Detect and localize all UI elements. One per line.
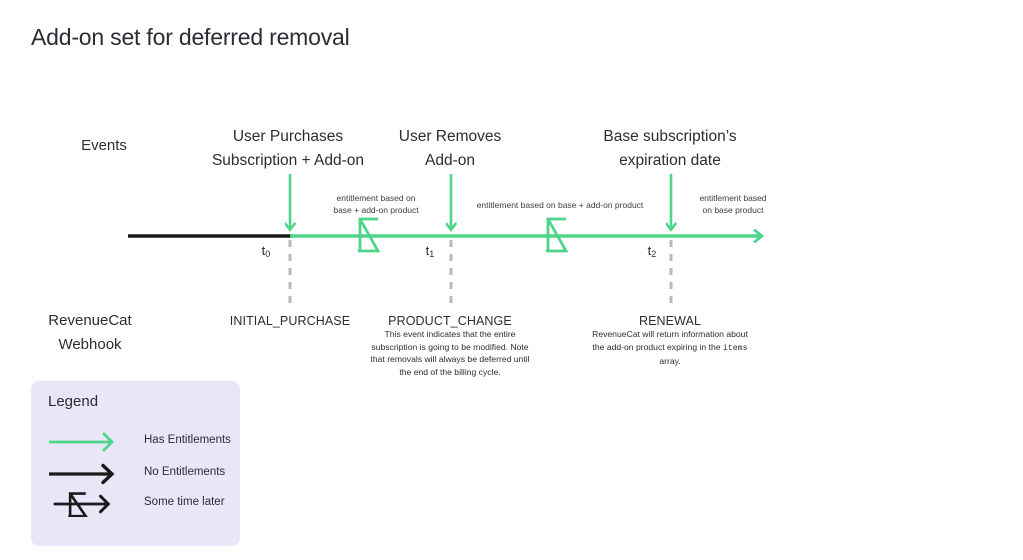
event-title-line1: User Purchases [232, 128, 344, 145]
legend-item-label: No Entitlements [144, 466, 226, 478]
event-title-user-purchases: User Purchases Subscription + Add-on [188, 125, 388, 173]
time-marker-base: t [425, 243, 430, 258]
time-break-symbol-1 [546, 217, 569, 253]
webhook-description-renewal: RevenueCat will return information about… [592, 328, 748, 368]
time-marker-t1: t1 [415, 243, 445, 259]
event-title-line2: expiration date [619, 152, 721, 169]
time-marker-sub: 2 [651, 249, 657, 259]
entitlement-note-base-plus-addon-2: entitlement based on base + add-on produ… [455, 200, 665, 212]
event-title-line2: Subscription + Add-on [211, 152, 365, 169]
entitlement-note-line2: on base product [702, 204, 764, 215]
event-title-user-removes-addon: User Removes Add-on [375, 125, 525, 173]
time-marker-sub: 0 [265, 249, 271, 259]
entitlement-note-line1: entitlement based [699, 193, 767, 203]
legend-panel: Legend Has Entitlements No Entitlements … [31, 381, 240, 546]
page-title: Add-on set for deferred removal [31, 24, 350, 50]
webhook-description-part1: RevenueCat will return information about… [592, 329, 748, 352]
entitlement-note-base-plus-addon: entitlement based on base + add-on produ… [320, 193, 432, 216]
legend-item-label: Has Entitlements [144, 434, 231, 446]
black-arrow-icon [49, 463, 115, 485]
entitlement-note-line2: base + add-on product [333, 204, 419, 215]
legend-item-label: Some time later [144, 496, 225, 508]
webhook-name-product-change: PRODUCT_CHANGE [388, 314, 512, 328]
entitlement-note-base-only: entitlement based on base product [678, 193, 788, 216]
webhook-description-code: items [722, 343, 748, 353]
time-marker-base: t [261, 243, 266, 258]
event-title-line2: Add-on [425, 152, 475, 169]
row-label-webhook-line1: RevenueCat [48, 312, 132, 329]
webhook-description-product-change: This event indicates that the entire sub… [370, 329, 530, 377]
event-title-line1: User Removes [398, 128, 502, 145]
green-arrow-icon [49, 432, 114, 452]
time-break-symbol-0 [358, 217, 381, 253]
row-label-events: Events [81, 137, 127, 154]
time-marker-base: t [647, 243, 652, 258]
time-break-arrow-icon [53, 492, 111, 517]
time-marker-t2: t2 [637, 243, 667, 259]
row-label-webhook-line2: Webhook [58, 336, 122, 353]
time-marker-sub: 1 [429, 249, 435, 259]
event-title-base-expiration: Base subscription’s expiration date [580, 125, 760, 173]
row-label-webhook: RevenueCat Webhook [10, 309, 170, 357]
entitlement-note-line1: entitlement based on base + add-on produ… [476, 200, 644, 210]
entitlement-note-line1: entitlement based on [336, 193, 416, 203]
webhook-name-initial-purchase: INITIAL_PURCHASE [229, 314, 351, 328]
event-title-line1: Base subscription’s [603, 128, 737, 145]
webhook-name-renewal: RENEWAL [638, 314, 702, 328]
time-marker-t0: t0 [251, 243, 281, 259]
webhook-description-part2: array. [659, 356, 681, 366]
legend-title: Legend [48, 393, 99, 410]
